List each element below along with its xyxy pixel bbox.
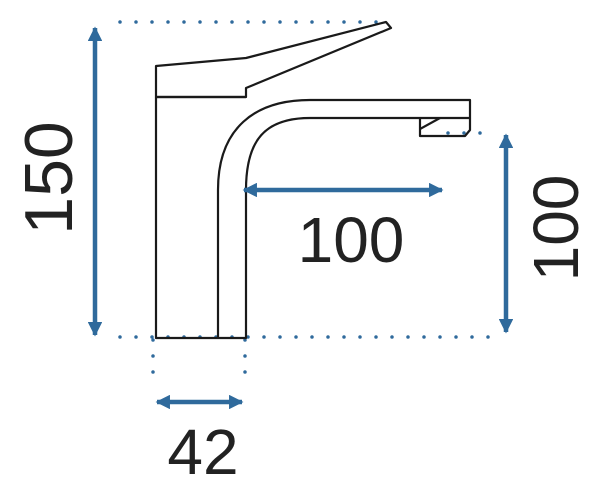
base-width-label: 42 (167, 416, 238, 488)
aerator-slant (419, 117, 441, 130)
lever-handle (154, 20, 393, 99)
dotted-guides (118, 20, 502, 380)
faucet-outline (154, 20, 472, 340)
aerator (418, 118, 472, 138)
spout-reach-label: 100 (298, 204, 405, 276)
dimension-arrows (87, 26, 514, 410)
spout-height-label: 100 (520, 175, 592, 282)
height-total-label: 150 (11, 121, 87, 234)
